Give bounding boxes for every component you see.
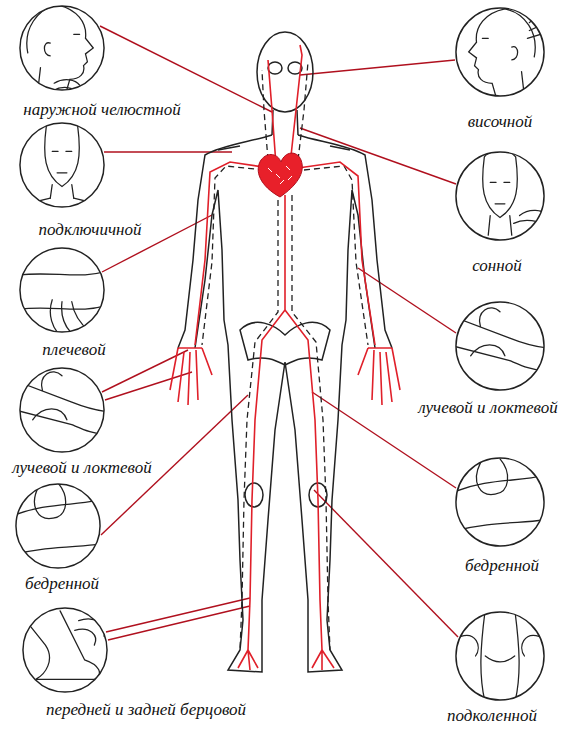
pulse-point-circle: лучевой и локтевой <box>18 366 106 478</box>
caption-text: подключичной <box>39 220 142 240</box>
circle-illustration <box>454 150 546 242</box>
pulse-point-circle: бедренной <box>454 456 546 576</box>
sketch <box>27 5 93 93</box>
sketch <box>15 270 109 336</box>
sketch <box>15 372 109 436</box>
caption-text: плечевой <box>42 340 105 360</box>
caption-text: бедренной <box>465 556 539 576</box>
circle-illustration <box>454 6 546 98</box>
circle-illustration <box>18 366 106 454</box>
pulse-point-circle: лучевой и локтевой <box>454 300 546 418</box>
pulse-point-circle: подключичной <box>18 121 106 240</box>
circle-illustration <box>18 121 106 209</box>
circle-illustration <box>18 4 106 92</box>
circle-illustration <box>14 482 102 570</box>
heart <box>258 153 302 197</box>
pulse-point-circle: сонной <box>454 150 546 276</box>
caption-text: височной <box>468 112 533 132</box>
pulse-point-circle: бедренной <box>14 482 102 594</box>
circle-illustration <box>21 606 109 694</box>
circle-illustration <box>454 610 546 702</box>
pulse-point-circle: плечевой <box>18 246 106 360</box>
pulse-point-circle: передней и задней берцовой <box>21 606 109 720</box>
sketch <box>483 151 547 235</box>
sketch <box>453 459 547 531</box>
caption-text: сонной <box>472 256 522 276</box>
vein-lines <box>202 62 368 650</box>
circle-illustration <box>18 246 106 334</box>
body-outline <box>178 32 392 672</box>
caption-text: наружной челюстной <box>23 100 181 120</box>
pulse-point-circle: височной <box>454 6 546 132</box>
sketch <box>18 611 105 679</box>
pulse-point-circle: наружной челюстной <box>18 4 106 120</box>
caption-text: передней и задней берцовой <box>46 700 246 720</box>
artery-lines <box>170 45 400 670</box>
sketch <box>15 120 109 214</box>
sketch <box>469 9 547 97</box>
caption-text: подколенной <box>447 706 537 726</box>
circle-illustration <box>454 456 546 548</box>
sketch <box>453 308 547 372</box>
caption-text: лучевой и локтевой <box>418 398 557 418</box>
sketch <box>11 483 105 555</box>
caption-text: лучевой и локтевой <box>12 458 151 478</box>
circle-illustration <box>454 300 546 392</box>
sketch <box>461 609 539 703</box>
caption-text: бедренной <box>25 574 99 594</box>
pulse-point-circle: подколенной <box>454 610 546 726</box>
